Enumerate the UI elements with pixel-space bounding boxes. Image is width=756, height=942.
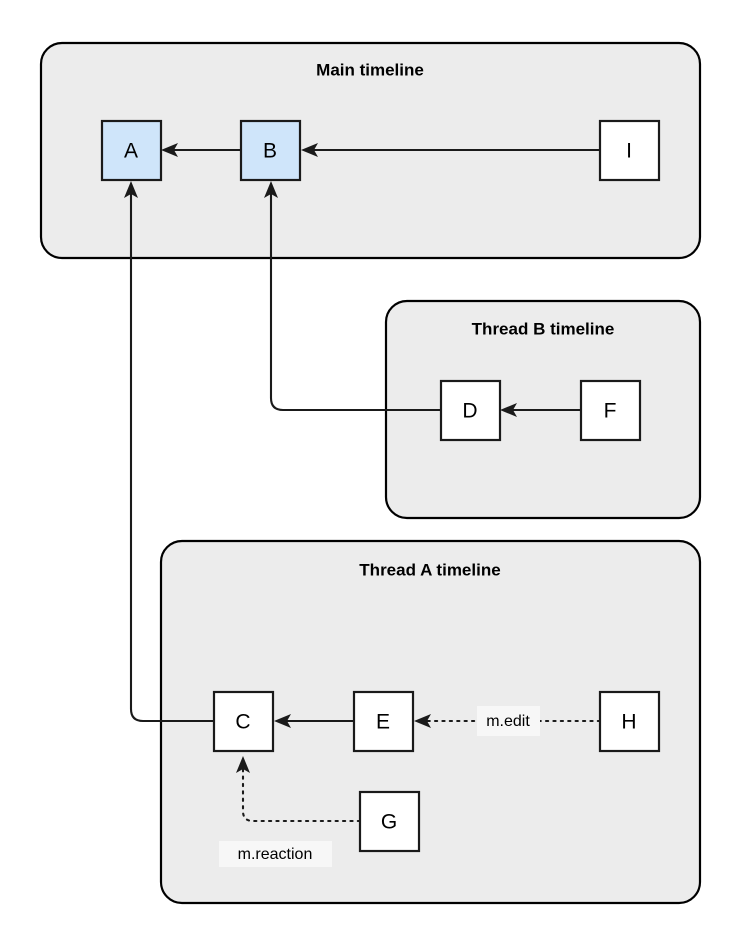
node-d[interactable]: D — [439, 379, 502, 442]
node-d-label: D — [462, 400, 477, 423]
node-b-label: B — [263, 140, 277, 163]
edge-d-to-b — [264, 181, 441, 412]
node-e-label: E — [376, 711, 390, 734]
node-g[interactable]: G — [358, 790, 421, 853]
edge-g-to-c-label: m.reaction — [238, 846, 313, 863]
group-thread-a-timeline-title: Thread A timeline — [359, 560, 500, 579]
node-f[interactable]: F — [579, 379, 642, 442]
group-thread-b-timeline-title: Thread B timeline — [472, 319, 615, 338]
node-c[interactable]: C — [212, 690, 275, 753]
node-e-box — [352, 690, 415, 753]
node-c-box — [212, 690, 275, 753]
edge-c-to-a-line — [129, 191, 214, 723]
edge-b-to-a — [161, 143, 241, 157]
node-e[interactable]: E — [352, 690, 415, 753]
node-i-box — [598, 119, 661, 182]
node-i-label: I — [626, 140, 632, 163]
node-a-box — [100, 119, 163, 182]
edge-c-to-a — [124, 181, 214, 723]
node-g-label: G — [381, 811, 397, 834]
edge-c-to-a-arrowhead — [124, 181, 138, 198]
node-h-label: H — [621, 711, 636, 734]
edge-i-to-b — [301, 143, 600, 157]
edge-f-to-d — [500, 403, 581, 417]
node-c-label: C — [235, 711, 250, 734]
edge-h-to-e-arrowhead — [414, 714, 431, 728]
edge-f-to-d-arrowhead — [500, 403, 517, 417]
node-i[interactable]: I — [598, 119, 661, 182]
node-a[interactable]: A — [100, 119, 163, 182]
edge-d-to-b-line — [269, 191, 441, 412]
edge-e-to-c-arrowhead — [274, 714, 291, 728]
edge-e-to-c — [274, 714, 354, 728]
edge-g-to-c-arrowhead — [236, 756, 250, 773]
node-b-box — [239, 119, 302, 182]
node-f-label: F — [604, 400, 617, 423]
group-main-timeline-title: Main timeline — [316, 60, 424, 79]
edge-g-to-c: m.reaction — [219, 756, 362, 867]
edge-b-to-a-arrowhead — [161, 143, 178, 157]
edge-h-to-e: m.edit — [414, 706, 602, 736]
edge-g-to-c-label-background — [219, 841, 332, 867]
node-d-box — [439, 379, 502, 442]
edge-i-to-b-arrowhead — [301, 143, 318, 157]
node-h[interactable]: H — [598, 690, 661, 753]
node-h-box — [598, 690, 661, 753]
node-g-box — [358, 790, 421, 853]
edge-h-to-e-label: m.edit — [486, 713, 530, 730]
node-f-box — [579, 379, 642, 442]
node-a-label: A — [124, 140, 138, 163]
node-b[interactable]: B — [239, 119, 302, 182]
edge-h-to-e-label-background — [477, 706, 540, 736]
edge-d-to-b-arrowhead — [264, 181, 278, 198]
